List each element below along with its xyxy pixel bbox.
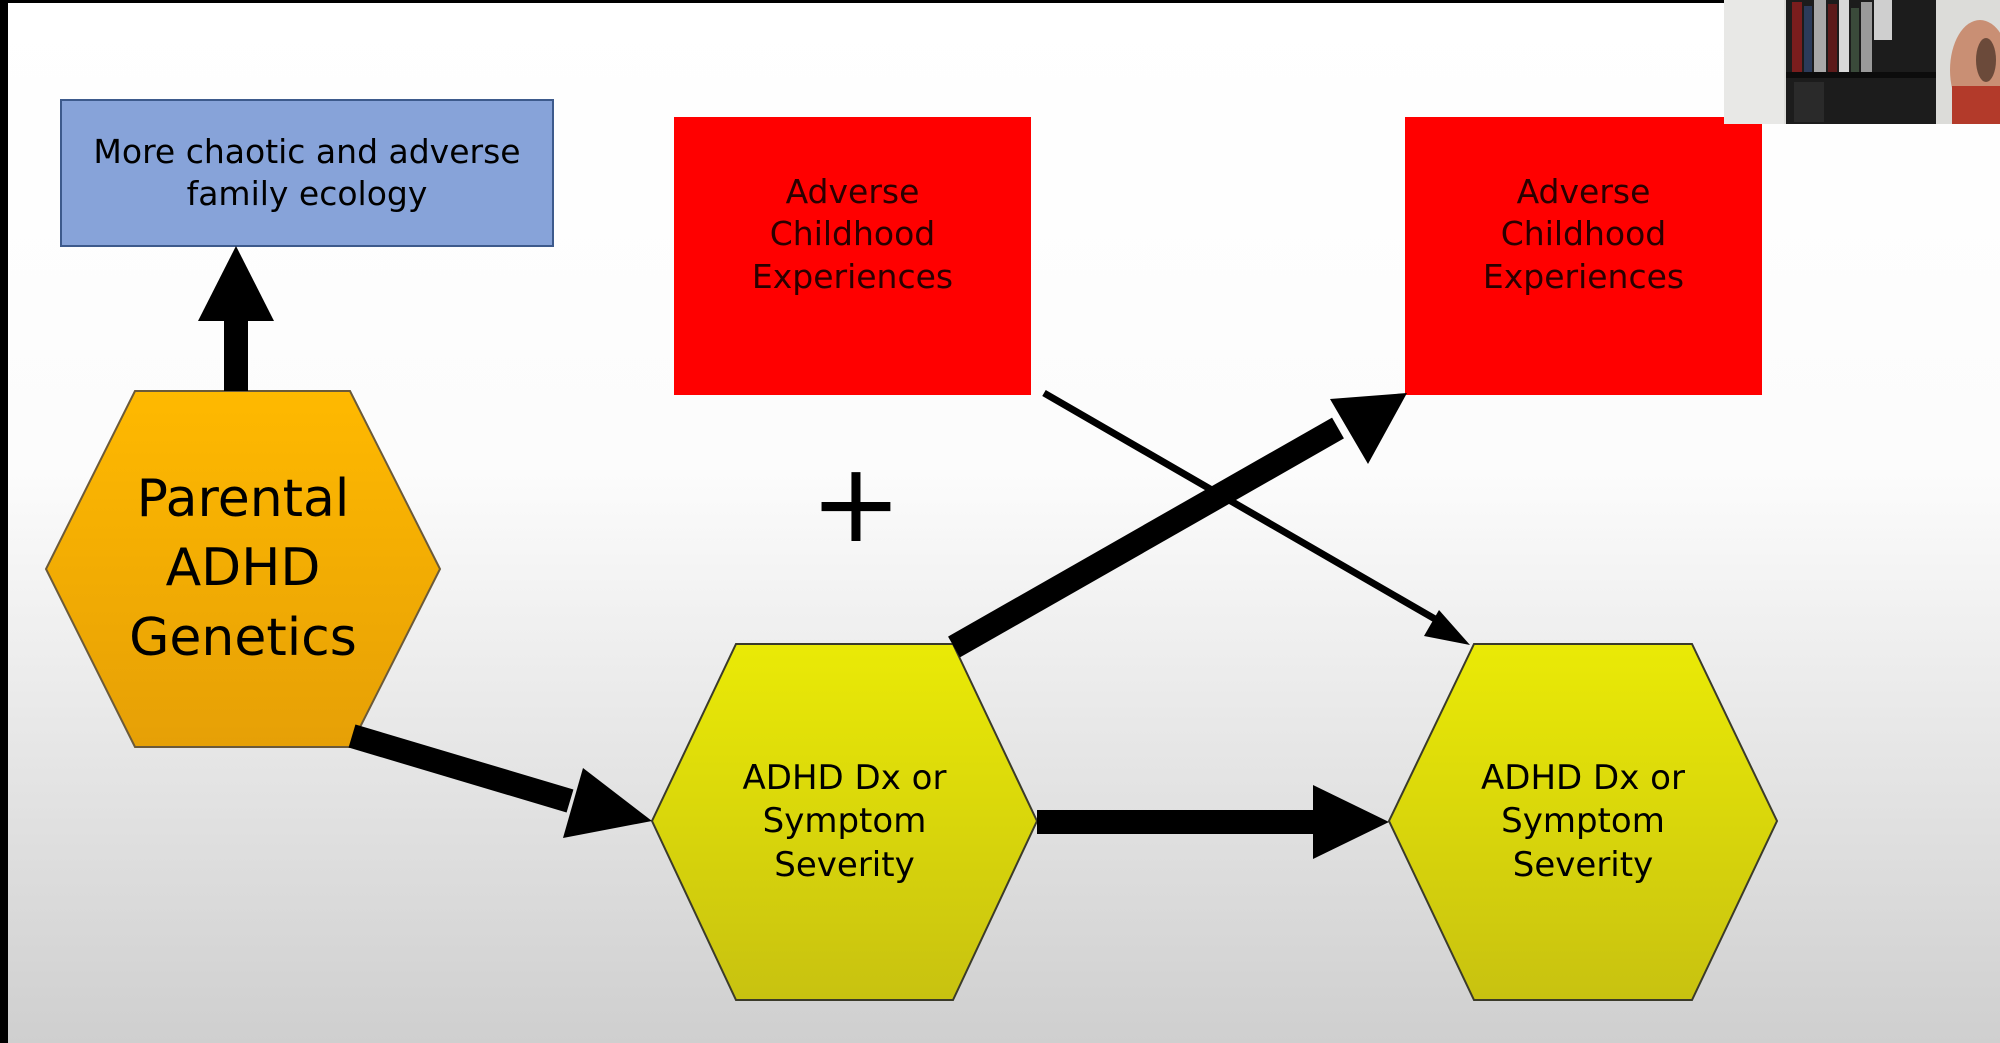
arrow-genetics-to-ecology <box>198 246 274 391</box>
adhd-left-label: ADHD Dx or Symptom Severity <box>742 757 947 885</box>
arrow-ace-to-adhd <box>1042 389 1470 645</box>
family-ecology-label: More chaotic and adverse family ecology <box>93 131 521 213</box>
arrow-genetics-to-adhd <box>348 724 652 838</box>
adhd-right-label: ADHD Dx or Symptom Severity <box>1481 757 1685 885</box>
family-ecology-box <box>60 99 554 247</box>
ace-box-right <box>1405 117 1762 395</box>
parental-genetics-label: Parental ADHD Genetics <box>129 469 357 668</box>
slide: More chaotic and adverse family ecology … <box>8 3 2000 1043</box>
ace-left-label: Adverse Childhood Experiences <box>751 172 954 296</box>
diagram-canvas <box>8 3 2000 1043</box>
arrow-adhd-to-adhd <box>1037 785 1389 859</box>
webcam-video-icon <box>1724 0 2000 124</box>
webcam-thumbnail <box>1724 0 2000 124</box>
arrow-adhd-to-ace <box>948 393 1407 658</box>
plus-symbol: + <box>809 439 903 567</box>
ace-box-left <box>674 117 1031 395</box>
ace-right-label: Adverse Childhood Experiences <box>1482 172 1685 296</box>
adhd-hexagon-right <box>1387 643 1779 1001</box>
